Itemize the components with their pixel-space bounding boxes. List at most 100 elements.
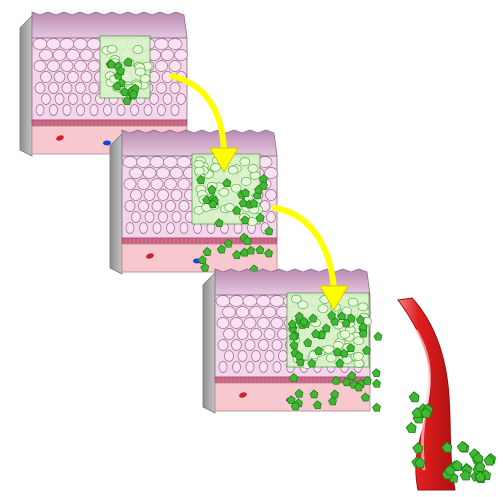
epithelial-cell — [232, 340, 242, 351]
epithelial-cell — [218, 340, 228, 351]
epithelial-cell — [145, 212, 154, 223]
epithelial-cell — [272, 340, 282, 351]
epithelial-cell — [156, 61, 168, 72]
epithelial-cell — [80, 50, 93, 61]
epithelial-cell — [138, 179, 150, 190]
epithelial-cell — [131, 190, 142, 201]
tumor-cell — [358, 303, 368, 311]
epithelial-cell — [53, 50, 66, 61]
epithelial-cell — [267, 212, 276, 223]
epithelial-cell — [41, 72, 52, 83]
epithelial-cell — [137, 157, 151, 168]
epithelial-cell — [104, 105, 112, 116]
side-face — [20, 16, 32, 156]
epithelial-cell — [89, 83, 99, 94]
epithelial-cell — [178, 179, 190, 190]
invasive-tumor-cell — [374, 332, 382, 340]
epithelial-cell — [139, 201, 149, 212]
epithelial-cell — [250, 307, 263, 318]
epithelial-cell — [158, 105, 166, 116]
epithelial-cell — [257, 296, 271, 307]
tumor-cell — [107, 45, 117, 53]
epithelial-cell — [157, 168, 170, 179]
tumor-cell — [291, 295, 301, 303]
epithelial-cell — [217, 318, 229, 329]
epithelial-cell — [125, 201, 135, 212]
epithelial-cell — [124, 179, 136, 190]
epithelial-cell — [168, 39, 182, 50]
epithelial-cell — [245, 340, 255, 351]
epithelial-cell — [233, 362, 241, 373]
tumor-cell — [231, 184, 241, 192]
tumor-cell — [348, 298, 358, 306]
epithelial-cell — [231, 318, 243, 329]
tissue-block-stage-2 — [110, 130, 278, 274]
epithelial-cell — [155, 39, 169, 50]
blood-vessel — [398, 298, 455, 490]
circulating-tumor-cell — [409, 392, 419, 402]
epithelial-cell — [264, 329, 275, 340]
epithelial-cell — [47, 39, 61, 50]
epithelial-cell — [270, 296, 284, 307]
tumor-cell — [228, 166, 238, 174]
epithelial-cell — [171, 105, 179, 116]
epithelial-cell — [152, 201, 162, 212]
epithelial-cell — [132, 212, 141, 223]
epithelial-cell — [236, 307, 249, 318]
epithelial-cell — [252, 351, 261, 362]
epithelial-cell — [36, 105, 44, 116]
epithelial-cell — [166, 201, 176, 212]
tissue-block-stage-3 — [203, 269, 382, 413]
basement-membrane — [32, 120, 187, 126]
epithelial-cell — [67, 50, 80, 61]
surface-top — [215, 269, 370, 295]
epithelial-cell — [243, 296, 257, 307]
epithelial-cell — [175, 50, 188, 61]
epithelial-cell — [163, 94, 172, 105]
epithelial-cell — [271, 318, 283, 329]
epithelial-cell — [219, 362, 227, 373]
epithelial-cell — [167, 223, 175, 234]
epithelial-cell — [74, 39, 88, 50]
epithelial-cell — [279, 351, 288, 362]
circulating-tumor-cell — [457, 441, 467, 451]
epithelial-cell — [34, 61, 46, 72]
epithelial-cell — [87, 39, 101, 50]
epithelial-cell — [230, 296, 244, 307]
epithelial-cell — [251, 329, 262, 340]
epithelial-cell — [164, 157, 178, 168]
tumor-cell — [194, 167, 204, 175]
tumor-cell — [354, 337, 364, 345]
invasive-tumor-cell — [372, 379, 380, 387]
epithelial-cell — [151, 179, 163, 190]
epithelial-cell — [150, 94, 159, 105]
surface-top — [122, 130, 277, 156]
tumor-cell — [133, 46, 143, 54]
tumor-cell — [333, 341, 343, 349]
tumor-cell — [354, 360, 364, 368]
basement-membrane — [122, 238, 277, 244]
epithelial-cell — [82, 94, 91, 105]
invasive-tumor-cell — [372, 369, 380, 377]
epithelial-cell — [170, 83, 180, 94]
epithelial-cell — [159, 212, 168, 223]
tumor-cell — [135, 68, 145, 76]
epithelial-cell — [273, 362, 281, 373]
tumor-cell — [340, 330, 350, 338]
epithelial-cell — [61, 61, 73, 72]
epithelial-cell — [143, 168, 156, 179]
side-face — [203, 273, 215, 413]
epithelial-cell — [60, 39, 74, 50]
vessel-wall — [398, 298, 455, 490]
epithelial-cell — [77, 105, 85, 116]
tumor-cell — [353, 352, 363, 360]
epithelial-cell — [258, 318, 270, 329]
invasive-tumor-cell — [372, 403, 380, 411]
epithelial-cell — [48, 61, 60, 72]
epithelial-cell — [246, 362, 254, 373]
epithelial-cell — [170, 168, 183, 179]
epithelial-cell — [75, 61, 87, 72]
epithelial-cell — [266, 190, 277, 201]
epithelial-cell — [49, 83, 59, 94]
circulating-tumor-cell — [406, 423, 416, 433]
